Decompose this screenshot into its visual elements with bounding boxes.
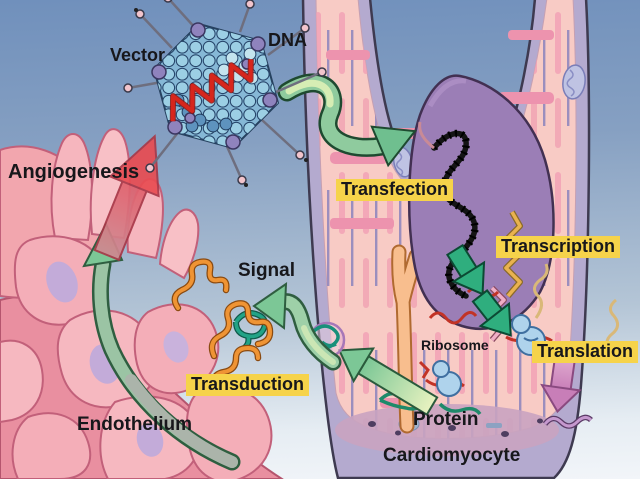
label-vector: Vector [110, 45, 166, 65]
label-signal: Signal [238, 260, 296, 281]
dna-end [418, 121, 435, 150]
label-ribosome: Ribosome [421, 337, 489, 353]
transcription-arrow [445, 243, 486, 296]
label-transduction: Transduction [186, 374, 310, 396]
mitochondrion [392, 64, 586, 178]
endothelial-nucleus [46, 261, 78, 303]
label-transfection: Transfection [336, 179, 454, 201]
endothelial-nucleus [163, 331, 189, 363]
mrna [428, 311, 478, 325]
label-protein: Protein [413, 409, 479, 430]
virus-fiber-spikes [127, 0, 323, 181]
angiogenesis-arrow [93, 134, 160, 262]
transfection-arrow [277, 73, 417, 168]
nascent-peptide [533, 263, 549, 319]
label-endothelium: Endothelium [77, 414, 193, 435]
protein-export-arrow [337, 347, 439, 416]
ribosome-2 [418, 360, 465, 397]
label-transcription: Transcription [496, 236, 621, 258]
virus-dna [169, 59, 254, 122]
protein-squiggle [543, 415, 593, 428]
label-cardiomyocyte: Cardiomyocyte [383, 445, 521, 466]
endothelial-nucleus [136, 423, 164, 457]
protein-green [438, 402, 482, 416]
virus-vector [123, 0, 327, 187]
translation-arrow [540, 355, 582, 414]
dna-strand [431, 130, 478, 299]
label-dna: DNA [268, 30, 307, 50]
signal-arrow [252, 282, 342, 371]
virus-fiber-knobs [123, 0, 327, 185]
label-angiogenesis: Angiogenesis [8, 161, 140, 183]
cardiomyocyte-cell [301, 0, 591, 479]
label-translation: Translation [532, 341, 639, 363]
virus-penton-bases [151, 22, 278, 150]
transcription-arrow [471, 289, 512, 337]
